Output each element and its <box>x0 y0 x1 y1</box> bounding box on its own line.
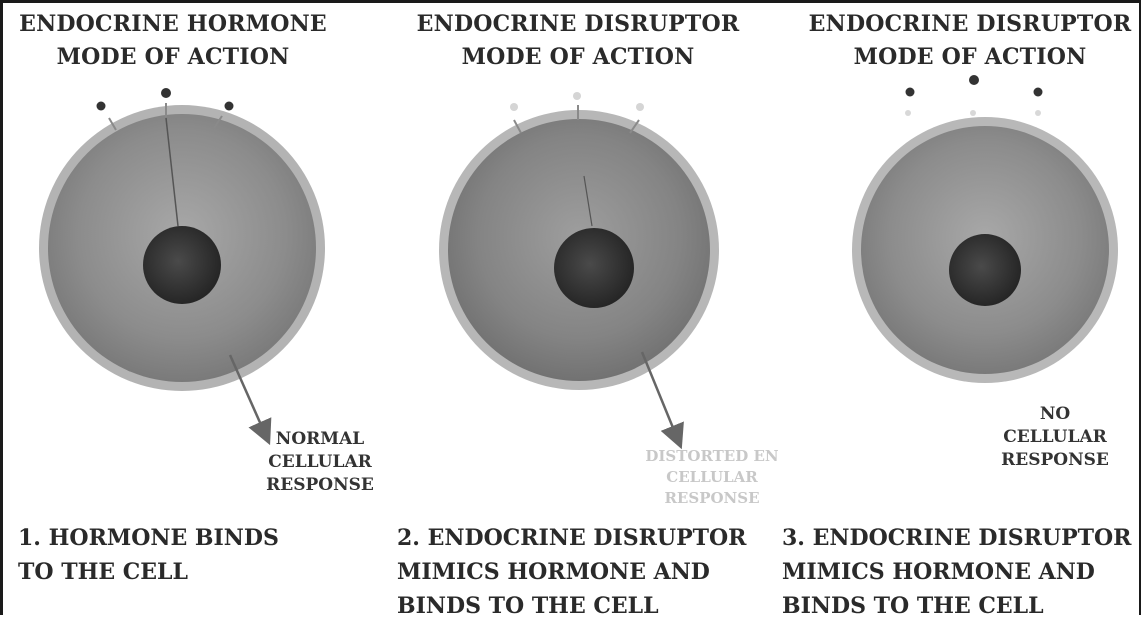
panel-1-hormone-right <box>225 102 234 111</box>
panel-3-caption-line3: BINDS TO THE CELL <box>782 589 1131 619</box>
panel-2-cell <box>439 92 719 440</box>
panel-3-cell <box>852 75 1118 383</box>
panel-1-response-line3: RESPONSE <box>258 474 382 497</box>
panel-3-title: ENDOCRINE DISRUPTOR MODE OF ACTION <box>805 8 1135 74</box>
panel-3-response-label: NO CELLULAR RESPONSE <box>1000 403 1110 472</box>
panel-3-response-line3: RESPONSE <box>1000 449 1110 472</box>
panel-1-caption-line1: 1. HORMONE BINDS <box>18 521 279 555</box>
panel-3-disruptor-left <box>906 88 915 97</box>
panel-2-response-line1: DISTORTED EN <box>632 446 792 467</box>
panel-3-disruptor-right <box>1034 88 1043 97</box>
panel-1-response-label: NORMAL CELLULAR RESPONSE <box>258 428 382 497</box>
panel-3-receptor-center <box>970 110 976 116</box>
panel-2-disruptor-right <box>636 103 644 111</box>
panel-2-caption-line3: BINDS TO THE CELL <box>397 589 746 619</box>
panel-1-nucleus <box>143 226 221 304</box>
panel-2-response-line3: RESPONSE <box>632 488 792 509</box>
panel-2-disruptor-center <box>573 92 581 100</box>
panel-2-disruptor-left <box>510 103 518 111</box>
panel-3-caption: 3. ENDOCRINE DISRUPTOR MIMICS HORMONE AN… <box>782 521 1131 619</box>
panel-1-title: ENDOCRINE HORMONE MODE OF ACTION <box>8 8 338 74</box>
panel-3-caption-line1: 3. ENDOCRINE DISRUPTOR <box>782 521 1131 555</box>
panel-1-hormone-center <box>161 88 171 98</box>
panel-3-caption-line2: MIMICS HORMONE AND <box>782 555 1131 589</box>
panel-1-cell <box>39 88 325 436</box>
panel-2-response-line2: CELLULAR <box>632 467 792 488</box>
panel-1-response-line2: CELLULAR <box>258 451 382 474</box>
panel-2-title: ENDOCRINE DISRUPTOR MODE OF ACTION <box>413 8 743 74</box>
panel-2-response-label: DISTORTED EN CELLULAR RESPONSE <box>632 446 792 509</box>
panel-3-title-line2: MODE OF ACTION <box>805 41 1135 74</box>
panel-1-title-line1: ENDOCRINE HORMONE <box>8 8 338 41</box>
panel-1-response-line1: NORMAL <box>258 428 382 451</box>
panel-2-title-line1: ENDOCRINE DISRUPTOR <box>413 8 743 41</box>
panel-3-receptor-left <box>905 110 911 116</box>
panel-1-caption: 1. HORMONE BINDS TO THE CELL <box>18 521 279 589</box>
panel-3-title-line1: ENDOCRINE DISRUPTOR <box>805 8 1135 41</box>
panel-3-response-line2: CELLULAR <box>1000 426 1110 449</box>
panel-2-nucleus <box>554 228 634 308</box>
panel-2-title-line2: MODE OF ACTION <box>413 41 743 74</box>
panel-3-disruptor-center <box>969 75 979 85</box>
panel-3-response-line1: NO <box>1000 403 1110 426</box>
panel-2-caption-line1: 2. ENDOCRINE DISRUPTOR <box>397 521 746 555</box>
panel-3-receptor-right <box>1035 110 1041 116</box>
panel-2-response-arrow <box>642 352 678 440</box>
panel-2-caption-line2: MIMICS HORMONE AND <box>397 555 746 589</box>
panel-1-caption-line2: TO THE CELL <box>18 555 279 589</box>
panel-1-hormone-left <box>97 102 106 111</box>
panel-2-caption: 2. ENDOCRINE DISRUPTOR MIMICS HORMONE AN… <box>397 521 746 619</box>
panel-1-title-line2: MODE OF ACTION <box>8 41 338 74</box>
panel-3-nucleus <box>949 234 1021 306</box>
